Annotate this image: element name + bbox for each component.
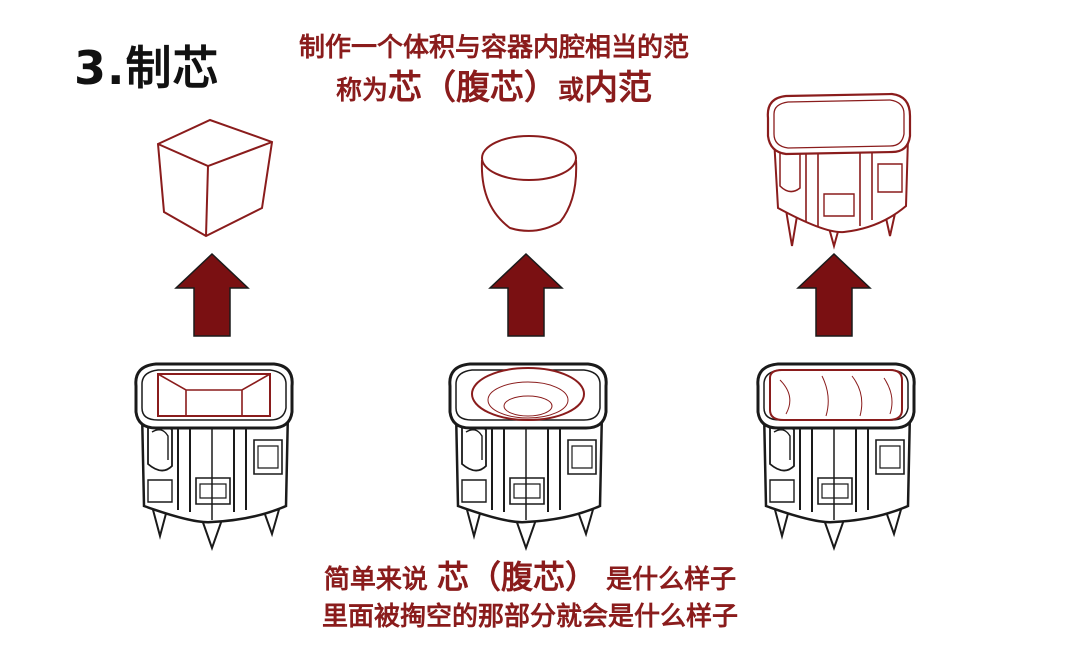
intro-paren-term: （腹芯） <box>422 68 558 108</box>
vessel-hollow-icon <box>448 362 608 550</box>
intro-mid: 或 <box>558 76 585 106</box>
vessel-hollow-icon <box>756 362 916 550</box>
cup-core-icon <box>480 135 578 232</box>
intro-line-2: 称为芯（腹芯）或内范 <box>244 66 744 113</box>
summary-text: 简单来说 芯（腹芯） 是什么样子 里面被掏空的那部分就会是什么样子 <box>250 558 810 635</box>
summary-prefix: 简单来说 <box>323 565 428 595</box>
vessel-hollow-icon <box>134 362 294 550</box>
vessel-core-icon <box>766 92 912 250</box>
intro-core-term: 芯 <box>388 68 422 108</box>
intro-text: 制作一个体积与容器内腔相当的范 称为芯（腹芯）或内范 <box>244 30 744 113</box>
intro-prefix: 称为 <box>335 76 388 106</box>
intro-end-term: 内范 <box>584 68 653 108</box>
summary-line-2: 里面被掏空的那部分就会是什么样子 <box>321 602 738 632</box>
summary-paren-term: （腹芯） <box>469 558 598 596</box>
summary-suffix: 是什么样子 <box>606 565 737 595</box>
intro-line-1: 制作一个体积与容器内腔相当的范 <box>298 33 689 63</box>
page-title: 3.制芯 <box>74 41 220 95</box>
up-arrow-icon <box>174 252 872 337</box>
cube-core-icon <box>156 118 274 238</box>
summary-core-term: 芯 <box>436 558 469 596</box>
summary-line-1: 简单来说 芯（腹芯） 是什么样子 <box>250 558 810 599</box>
